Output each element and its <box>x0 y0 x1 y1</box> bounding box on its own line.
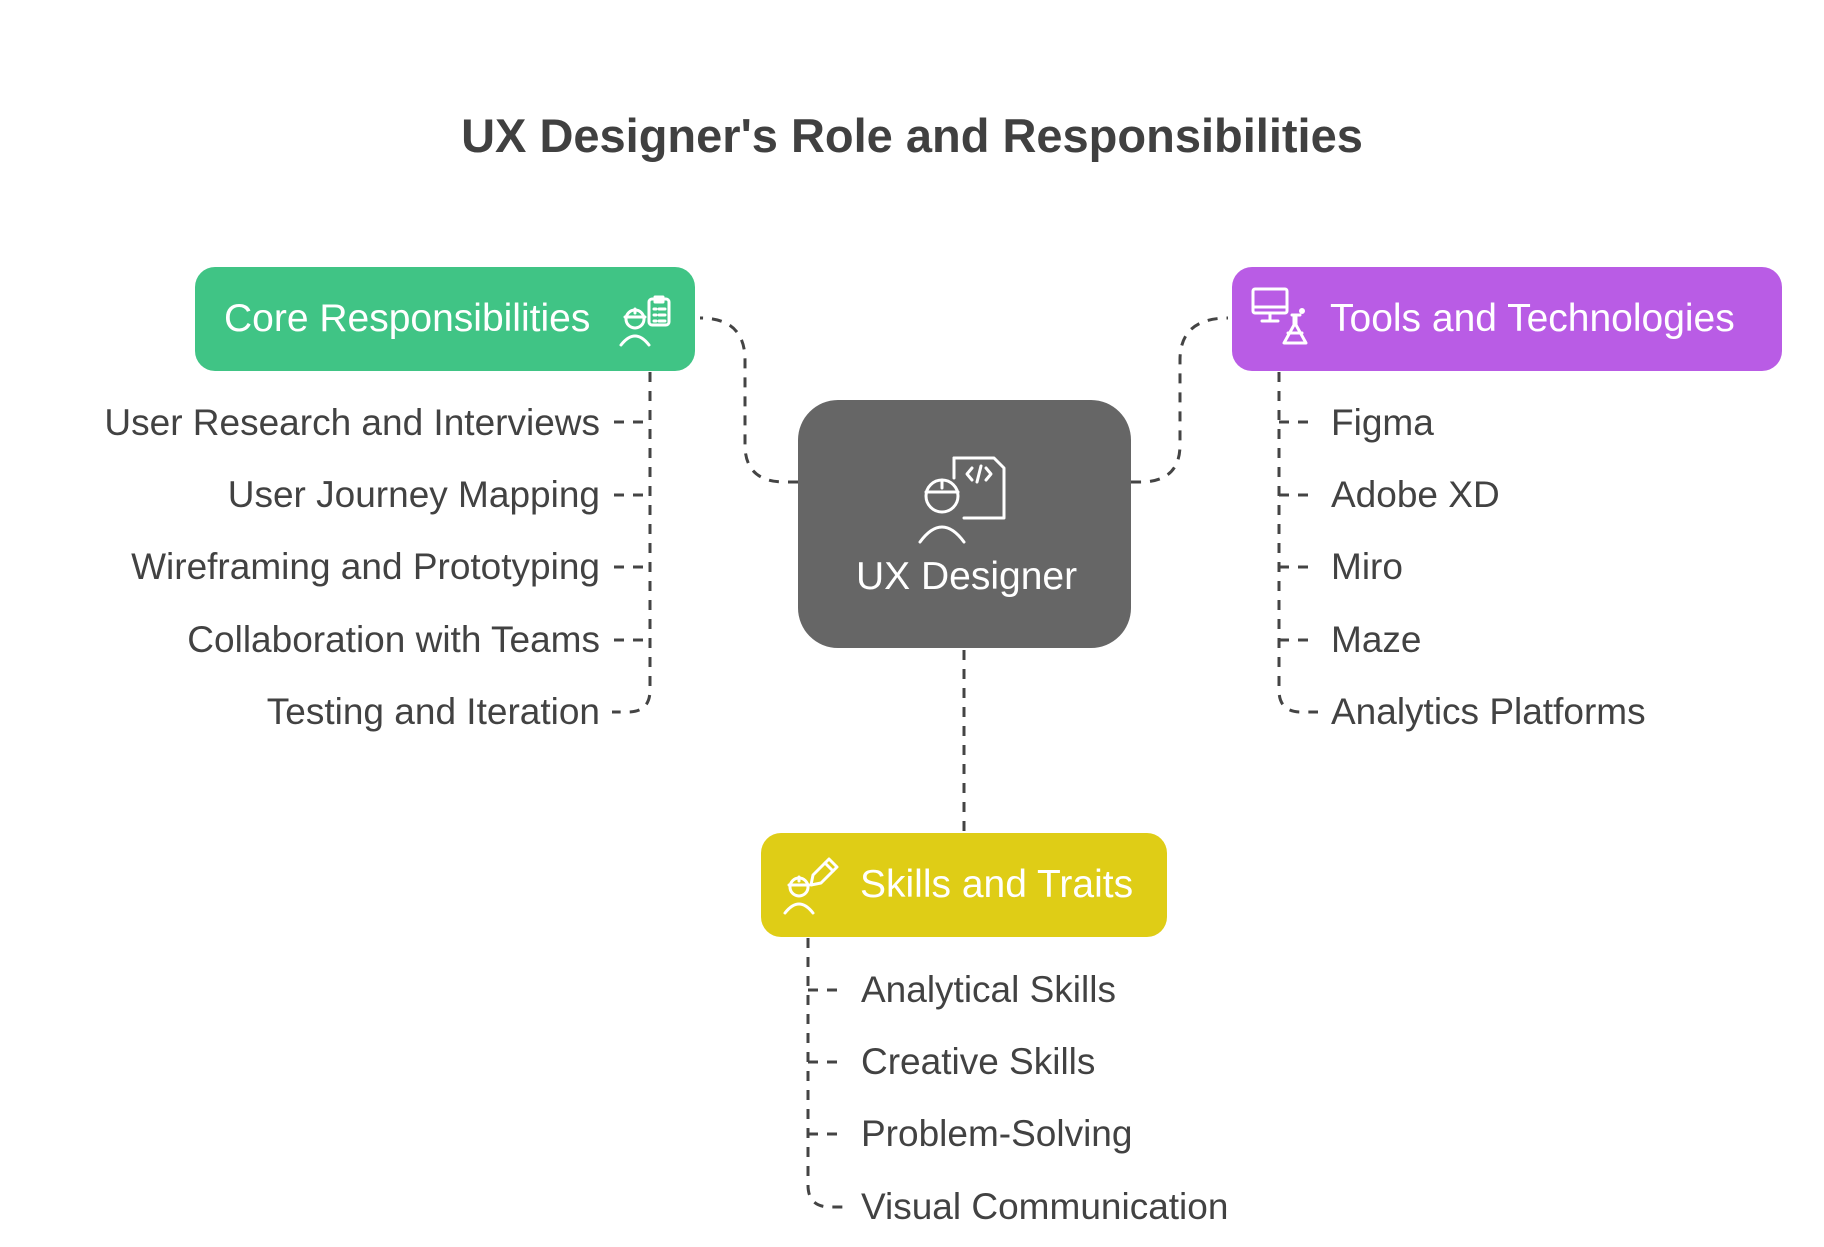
connector-skills-spine <box>806 938 846 1209</box>
designer-code-icon <box>918 456 1006 544</box>
tools-item: Adobe XD <box>1331 474 1500 515</box>
diagram-title: UX Designer's Role and Responsibilities <box>461 109 1363 162</box>
skills-traits-node: Skills and Traits <box>761 833 1167 937</box>
ux-designer-node: UX Designer <box>798 400 1131 648</box>
skills-traits-label: Skills and Traits <box>860 863 1134 906</box>
worker-clipboard-icon <box>619 295 671 347</box>
skills-item: Problem-Solving <box>861 1113 1133 1154</box>
tools-technologies-label: Tools and Technologies <box>1330 297 1735 340</box>
tools-item: Maze <box>1331 619 1422 660</box>
core-item: Testing and Iteration <box>266 691 600 732</box>
tools-technologies-node: Tools and Technologies <box>1232 267 1782 371</box>
core-item: Collaboration with Teams <box>187 619 600 660</box>
connector-center-tools <box>1131 316 1229 484</box>
core-responsibilities-label: Core Responsibilities <box>224 297 591 340</box>
computer-flask-icon <box>1251 287 1308 345</box>
skills-item: Visual Communication <box>861 1186 1229 1227</box>
core-responsibilities-node: Core Responsibilities <box>195 267 695 371</box>
skills-item: Analytical Skills <box>861 969 1116 1010</box>
core-item: Wireframing and Prototyping <box>131 546 600 587</box>
core-item: User Journey Mapping <box>227 474 600 515</box>
core-item: User Research and Interviews <box>104 402 600 443</box>
skills-item: Creative Skills <box>861 1041 1096 1082</box>
tools-item: Miro <box>1331 546 1403 587</box>
worker-pencil-icon <box>783 857 839 915</box>
connector-center-core <box>699 316 798 484</box>
tools-item: Figma <box>1331 402 1434 443</box>
tools-item: Analytics Platforms <box>1331 691 1646 732</box>
ux-designer-label: UX Designer <box>856 555 1078 598</box>
